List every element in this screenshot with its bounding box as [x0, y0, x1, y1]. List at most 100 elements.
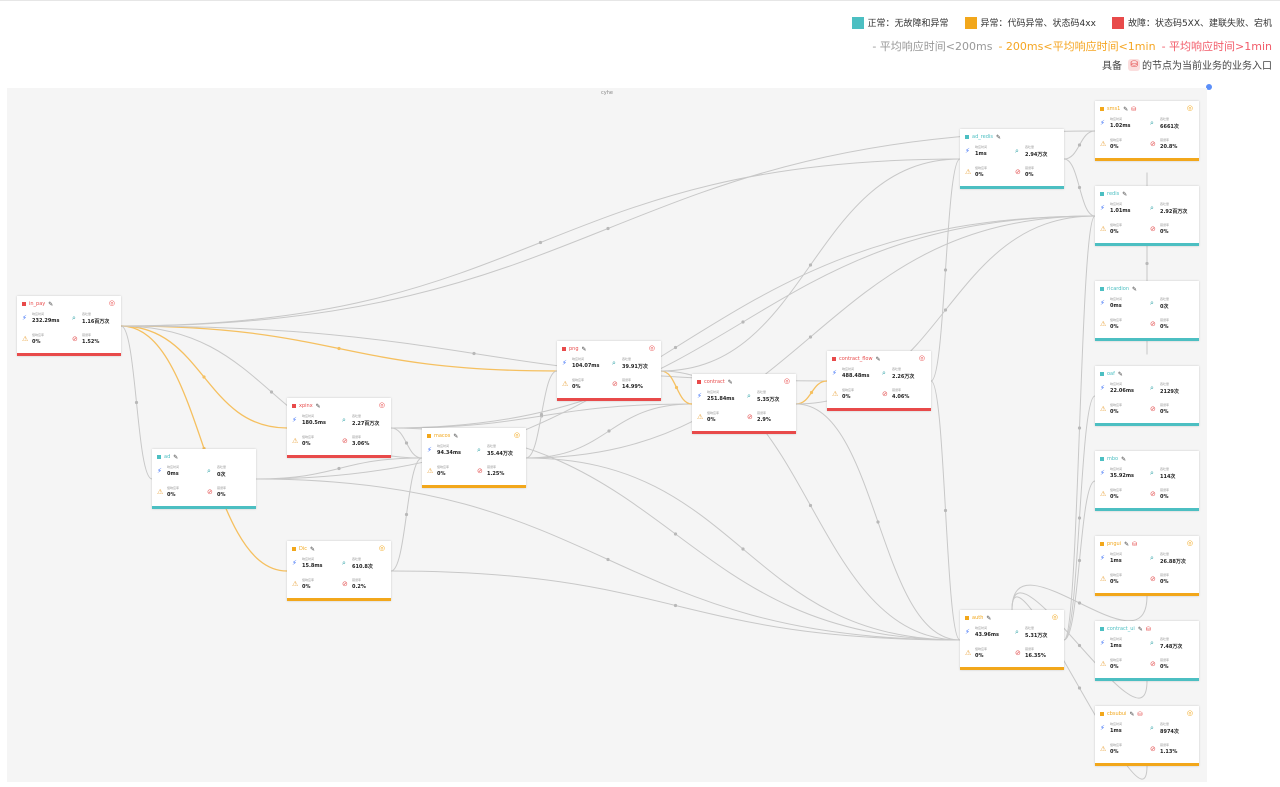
alert-bell-icon[interactable]: ◎: [918, 354, 925, 362]
edit-icon[interactable]: ✎: [1129, 710, 1135, 718]
node-status-bar: [1095, 763, 1199, 766]
service-node-xpinx[interactable]: xpinx ✎ ◎ ⚡ 响应时间 180.5ms ⌕ 吞吐量 2.27百万次 ⚠…: [287, 398, 391, 458]
alert-bell-icon[interactable]: ◎: [1186, 539, 1193, 547]
alert-bell-icon[interactable]: ◎: [1186, 104, 1193, 112]
error-circle-icon: ⊘: [1150, 660, 1156, 668]
node-header: sms1 ✎ ⛁: [1100, 105, 1136, 113]
service-node-dic[interactable]: Dic ✎ ◎ ⚡ 响应时间 15.8ms ⌕ 吞吐量 610.8次 ⚠ 慢响应…: [287, 541, 391, 601]
service-node-auth[interactable]: auth ✎ ◎ ⚡ 响应时间 43.96ms ⌕ 吞吐量 5.31万次 ⚠ 慢…: [960, 610, 1064, 670]
service-node-cbsui[interactable]: cbsubui ✎ ⛁ ◎ ⚡ 响应时间 1ms ⌕ 吞吐量 8974次 ⚠ 慢…: [1095, 706, 1199, 766]
edge-midpoint-marker: [741, 547, 745, 551]
edit-icon[interactable]: ✎: [1124, 540, 1130, 548]
edit-icon[interactable]: ✎: [727, 378, 733, 386]
service-node-contract_ui[interactable]: contract_ui ✎ ⛁ ⚡ 响应时间 1ms ⌕ 吞吐量 7.48万次 …: [1095, 621, 1199, 681]
edit-icon[interactable]: ✎: [581, 345, 587, 353]
alert-bell-icon[interactable]: ◎: [1051, 613, 1058, 621]
alert-bell-icon[interactable]: ◎: [513, 431, 520, 439]
response-time-metric: ⚡ 响应时间 1ms: [1100, 722, 1146, 740]
throughput-metric: ⌕ 吞吐量 2.94万次: [1015, 145, 1061, 163]
edit-icon[interactable]: ✎: [1123, 105, 1129, 113]
service-node-sms[interactable]: sms1 ✎ ⛁ ◎ ⚡ 响应时间 1.02ms ⌕ 吞吐量 6661次 ⚠ 慢…: [1095, 101, 1199, 161]
error-rate-metric: ⊘ 错误率 14.99%: [612, 378, 658, 396]
error-rate-metric: ⊘ 错误率 0%: [1150, 573, 1196, 591]
metric-value: 43.96ms: [975, 632, 1000, 638]
alert-bell-icon[interactable]: ◎: [648, 344, 655, 352]
metric-value: 0%: [32, 339, 41, 345]
edge-midpoint-marker: [404, 512, 409, 517]
edit-icon[interactable]: ✎: [310, 545, 316, 553]
metric-label: 慢响应率: [1110, 488, 1123, 492]
metric-label: 吞吐量: [1160, 637, 1170, 641]
edit-icon[interactable]: ✎: [875, 355, 881, 363]
alert-bell-icon[interactable]: ◎: [378, 401, 385, 409]
metric-value: 0ms: [1110, 303, 1122, 309]
search-icon: ⌕: [207, 467, 211, 475]
edit-icon[interactable]: ✎: [48, 300, 54, 308]
metric-label: 慢响应率: [302, 435, 315, 439]
node-status-bar: [1095, 243, 1199, 246]
edit-icon[interactable]: ✎: [1132, 285, 1138, 293]
service-node-macos[interactable]: macos ✎ ◎ ⚡ 响应时间 94.34ms ⌕ 吞吐量 35.44万次 ⚠…: [422, 428, 526, 488]
edge-midpoint-marker: [1077, 185, 1082, 190]
search-icon: ⌕: [477, 446, 481, 454]
search-icon: ⌕: [1150, 119, 1154, 127]
service-node-pngui[interactable]: pngui ✎ ⛁ ◎ ⚡ 响应时间 1ms ⌕ 吞吐量 26.88万次 ⚠ 慢…: [1095, 536, 1199, 596]
service-node-in_pay[interactable]: in_pay ✎ ◎ ⚡ 响应时间 232.29ms ⌕ 吞吐量 1.16百万次…: [17, 296, 121, 356]
node-name: redis: [1107, 191, 1120, 197]
alert-bell-icon[interactable]: ◎: [1186, 709, 1193, 717]
service-node-png[interactable]: png ✎ ◎ ⚡ 响应时间 104.07ms ⌕ 吞吐量 39.91万次 ⚠ …: [557, 341, 661, 401]
edge-midpoint-marker: [607, 429, 611, 433]
service-node-mbo[interactable]: mbo ✎ ⚡ 响应时间 35.92ms ⌕ 吞吐量 114次 ⚠ 慢响应率 0…: [1095, 451, 1199, 511]
node-name: contract_ui: [1107, 626, 1135, 632]
edge-midpoint-marker: [1077, 143, 1082, 147]
response-time-metric: ⚡ 响应时间 0ms: [1100, 297, 1146, 315]
throughput-metric: ⌕ 吞吐量 35.44万次: [477, 444, 523, 462]
service-node-ad[interactable]: ad ✎ ⚡ 响应时间 0ms ⌕ 吞吐量 0次 ⚠ 慢响应率 0% ⊘ 错误率…: [152, 449, 256, 509]
topology-canvas[interactable]: cyhe in_pay ✎ ◎ ⚡ 响应时间 232.29ms ⌕ 吞吐量 1.…: [7, 88, 1207, 782]
edit-icon[interactable]: ✎: [1122, 190, 1128, 198]
metric-value: 180.5ms: [302, 420, 327, 426]
response-time-metric: ⚡ 响应时间 43.96ms: [965, 626, 1011, 644]
node-header: cbsubui ✎ ⛁: [1100, 710, 1143, 718]
metric-label: 吞吐量: [217, 465, 227, 469]
alert-bell-icon[interactable]: ◎: [783, 377, 790, 385]
metric-label: 吞吐量: [1160, 297, 1170, 301]
edit-icon[interactable]: ✎: [1137, 625, 1143, 633]
lightning-icon: ⚡: [965, 147, 970, 155]
service-node-ad_redis[interactable]: ad_redis ✎ ⚡ 响应时间 1ms ⌕ 吞吐量 2.94万次 ⚠ 慢响应…: [960, 129, 1064, 189]
warning-icon: ⚠: [1100, 405, 1107, 413]
node-status-square: [562, 347, 566, 351]
node-status-bar: [1095, 678, 1199, 681]
service-node-redis[interactable]: redis ✎ ⚡ 响应时间 1.01ms ⌕ 吞吐量 2.92百万次 ⚠ 慢响…: [1095, 186, 1199, 246]
zoom-indicator-dot[interactable]: [1206, 84, 1212, 90]
service-node-oaf[interactable]: oaf ✎ ⚡ 响应时间 22.06ms ⌕ 吞吐量 2129次 ⚠ 慢响应率 …: [1095, 366, 1199, 426]
search-icon: ⌕: [72, 314, 76, 322]
metric-value: 26.88万次: [1160, 559, 1186, 565]
metric-value: 2.27百万次: [352, 421, 380, 427]
edge-midpoint-marker: [1077, 558, 1082, 563]
legend-normal-swatch: [851, 16, 864, 29]
service-node-contract[interactable]: contract ✎ ◎ ⚡ 响应时间 251.84ms ⌕ 吞吐量 5.35万…: [692, 374, 796, 434]
edit-icon[interactable]: ✎: [173, 453, 179, 461]
warning-icon: ⚠: [1100, 745, 1107, 753]
alert-bell-icon[interactable]: ◎: [108, 299, 115, 307]
slow-rate-metric: ⚠ 慢响应率 0%: [22, 333, 68, 351]
alert-bell-icon[interactable]: ◎: [378, 544, 385, 552]
edit-icon[interactable]: ✎: [315, 402, 321, 410]
edit-icon[interactable]: ✎: [986, 614, 992, 622]
metric-value: 1ms: [1110, 643, 1122, 649]
edit-icon[interactable]: ✎: [1121, 455, 1127, 463]
metric-value: 2129次: [1160, 389, 1179, 395]
service-node-contract_flow[interactable]: contract_flow ✎ ◎ ⚡ 响应时间 488.48ms ⌕ 吞吐量 …: [827, 351, 931, 411]
legend-fault: 故障：状态码5XX、建联失败、宕机: [1102, 16, 1272, 29]
response-time-metric: ⚡ 响应时间 94.34ms: [427, 444, 473, 462]
metric-value: 0%: [1160, 494, 1169, 500]
metric-value: 39.91万次: [622, 364, 648, 370]
edit-icon[interactable]: ✎: [995, 133, 1001, 141]
metric-value: 0%: [167, 492, 176, 498]
service-node-ricardion[interactable]: ricardion ✎ ⚡ 响应时间 0ms ⌕ 吞吐量 0次 ⚠ 慢响应率 0…: [1095, 281, 1199, 341]
edit-icon[interactable]: ✎: [453, 432, 459, 440]
edit-icon[interactable]: ✎: [1117, 370, 1123, 378]
metric-value: 1.52%: [82, 339, 100, 345]
lightning-icon: ⚡: [427, 446, 432, 454]
